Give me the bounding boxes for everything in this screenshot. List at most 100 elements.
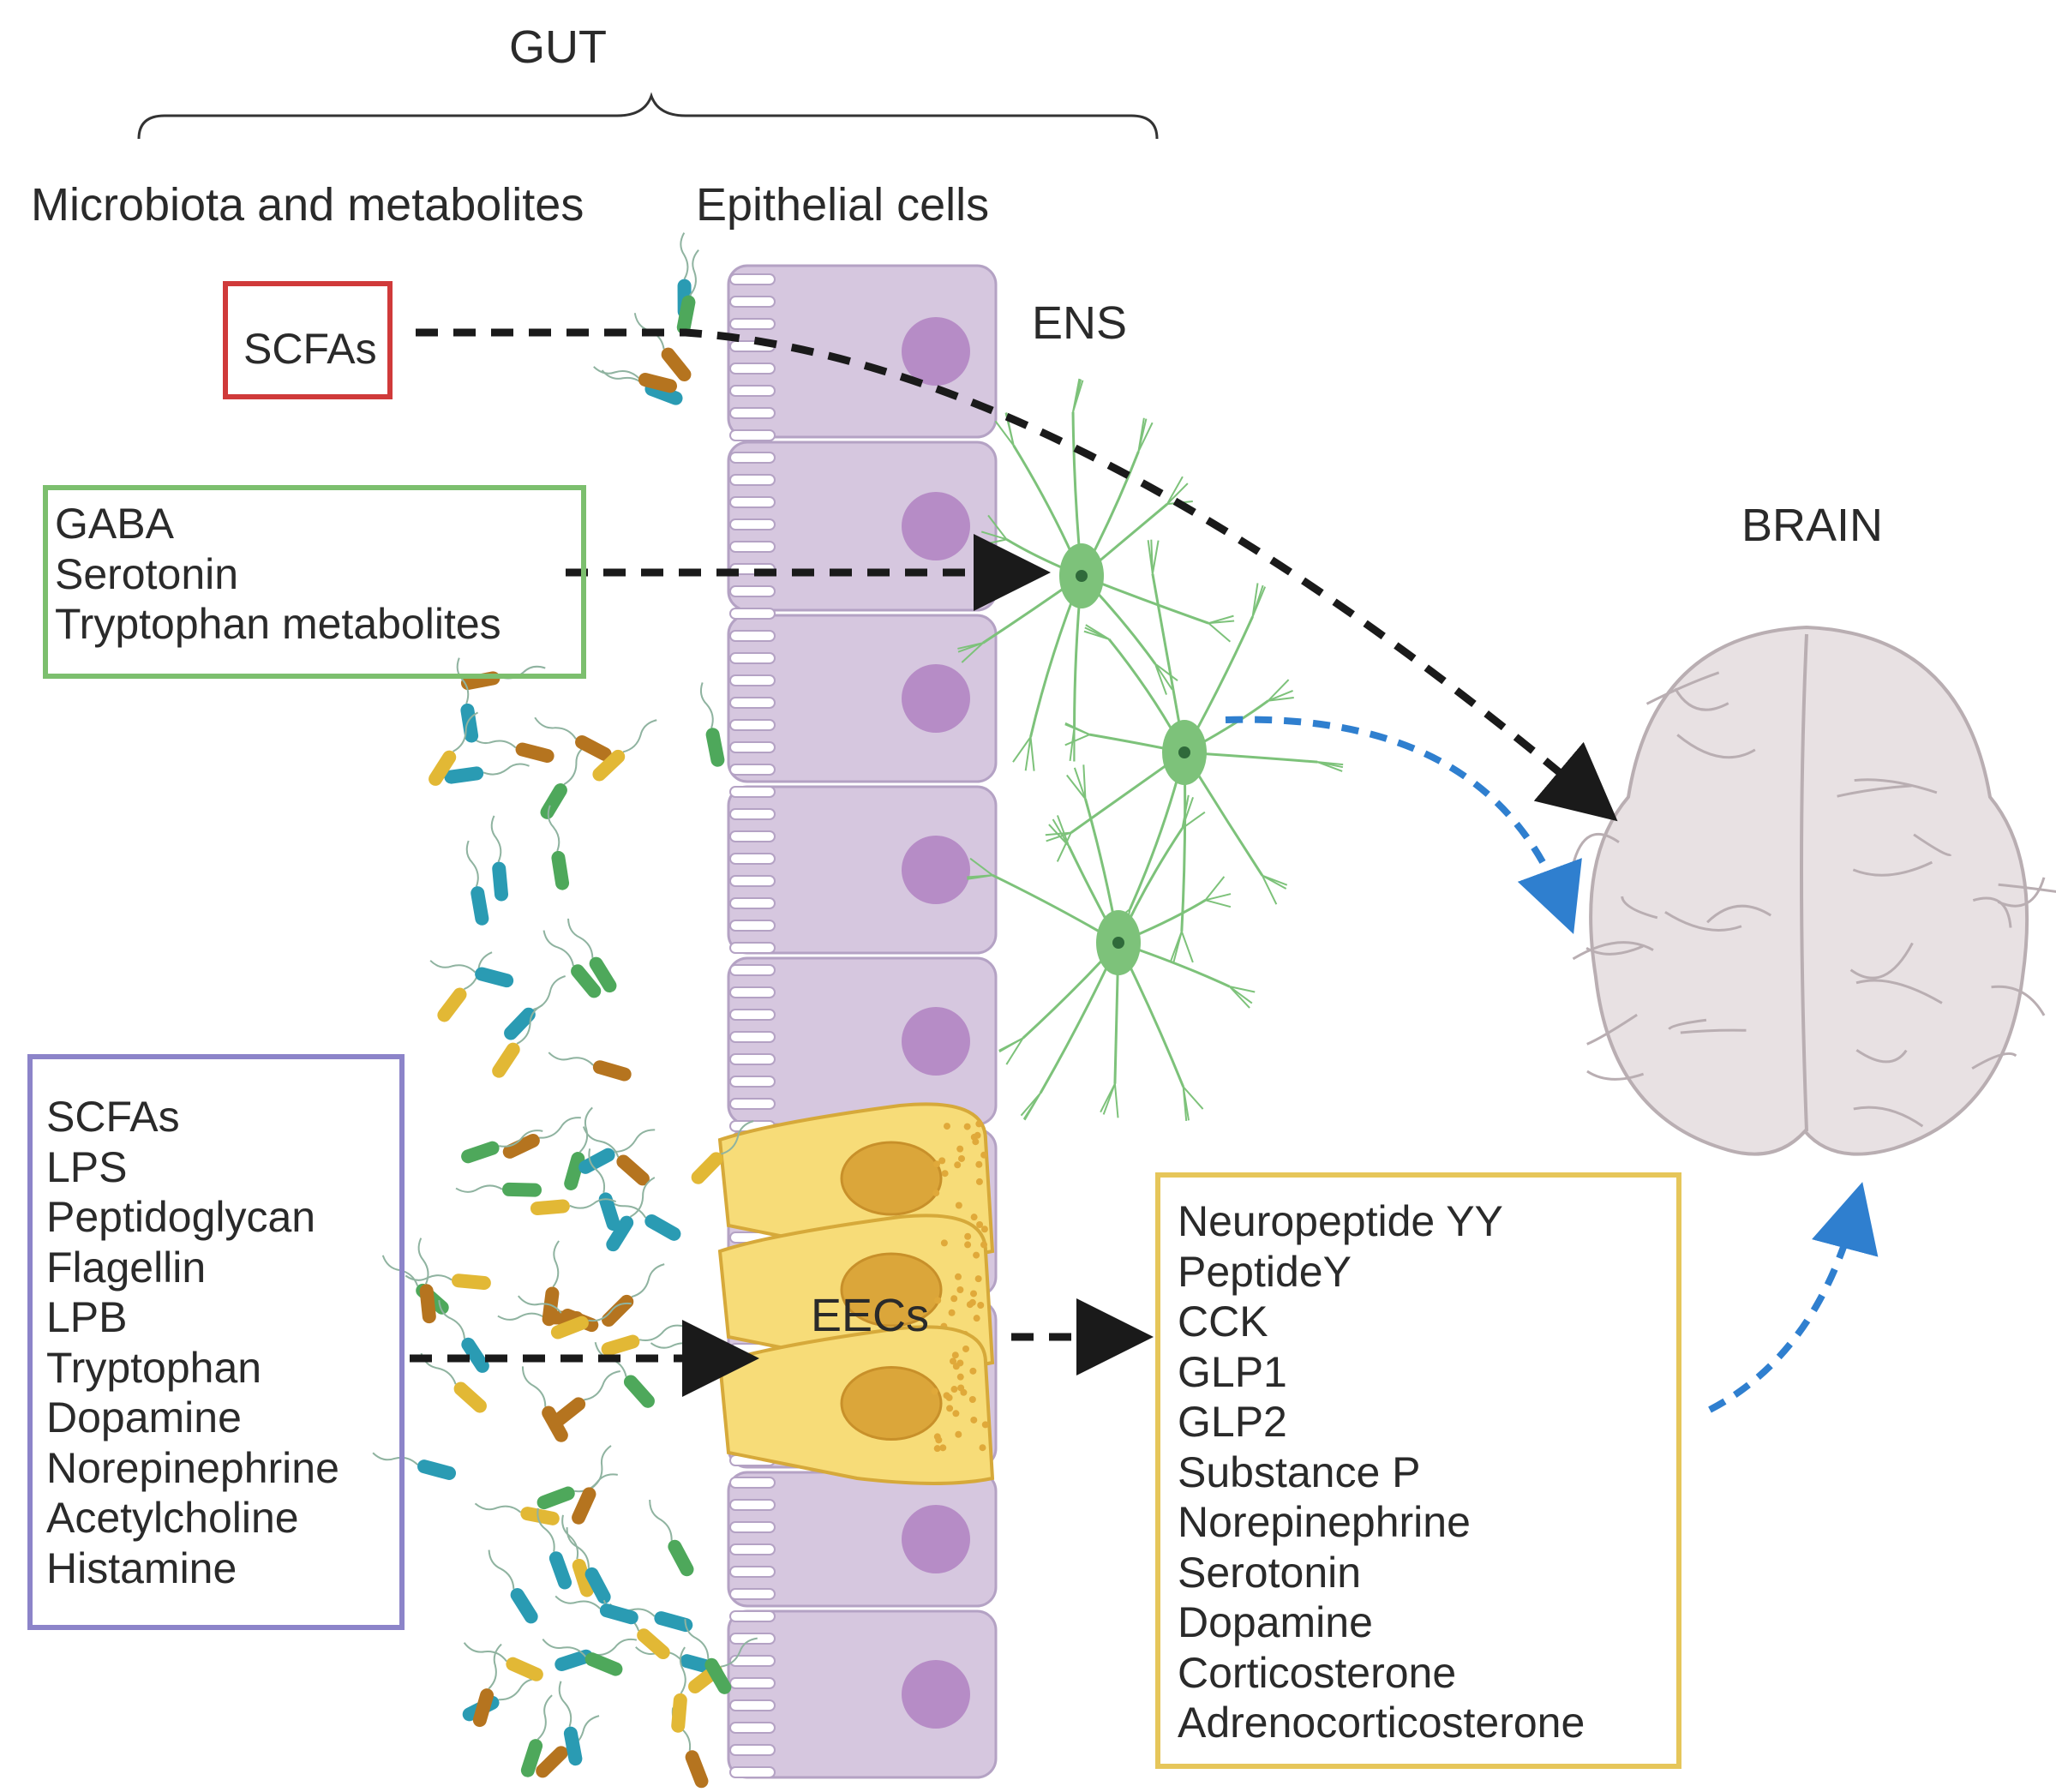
eec-granule [932, 1160, 940, 1168]
microvillus [729, 1009, 776, 1021]
bacterium [542, 930, 602, 998]
flagellum [542, 930, 574, 967]
eec-granule [935, 1436, 943, 1444]
microvillus [729, 942, 776, 954]
microvillus [729, 1098, 776, 1110]
eec-granule [981, 1421, 989, 1429]
eecs-label: EECs [811, 1290, 930, 1341]
dendrite-branch [1268, 679, 1290, 702]
dendrite-branch [1262, 875, 1278, 905]
bacterium-body [598, 1192, 620, 1232]
microvillus [729, 541, 776, 553]
eec-granule [938, 1157, 946, 1165]
flagellum [438, 1299, 465, 1340]
brain-gyrus [1680, 1028, 1747, 1034]
bacterium [444, 763, 530, 784]
dendrite-branch [1251, 583, 1259, 617]
microvillus [729, 1521, 776, 1533]
arrow-scfas-to-brain [416, 328, 1618, 822]
brain-gyrus [1998, 883, 2056, 893]
microvillus [729, 786, 776, 798]
neuron-nucleus [1178, 746, 1190, 758]
bacterium-body [638, 373, 677, 393]
dendrite-branch [1181, 811, 1206, 830]
flagellum [684, 1619, 710, 1659]
microvillus [729, 875, 776, 887]
epithelial-layer [727, 264, 998, 1779]
bacterium-body [685, 1750, 709, 1789]
bacterium-body [475, 967, 514, 988]
dendrite-branch [1066, 774, 1087, 800]
list-item: Norepinephrine [1178, 1498, 1471, 1546]
flagellum [629, 1177, 656, 1218]
bacterium-body [437, 987, 467, 1022]
brain-gyrus [1621, 896, 1658, 920]
eec-granule [980, 1241, 988, 1249]
list-item: Serotonin [55, 549, 239, 598]
bacterium-body [606, 1215, 634, 1252]
dendrite-branch [967, 874, 993, 880]
brain-gyrus [1586, 1013, 1638, 1046]
bacterium-body [502, 1133, 540, 1159]
bacterium [542, 1639, 623, 1676]
eec-granule [950, 1386, 958, 1393]
eec-granule [954, 1161, 962, 1169]
dendrite-branch [1113, 1083, 1119, 1118]
dendrite-branch [1084, 626, 1110, 640]
dendrite-branch [1317, 761, 1344, 766]
brain-gyrus [1674, 687, 1729, 711]
flagellum [582, 1126, 620, 1158]
flagellum [474, 1502, 522, 1513]
dendrite-branch [1102, 1083, 1116, 1115]
eec-granule [970, 1214, 978, 1221]
bacterium [534, 716, 612, 761]
bacterium [492, 1004, 543, 1078]
gut-brace [137, 92, 1159, 140]
dendrite-branch [1046, 831, 1072, 842]
brain-fissure [1800, 633, 1808, 1132]
bacterium-body [575, 735, 612, 761]
brain-gyrus [1668, 1018, 1707, 1030]
bacterium [462, 1677, 540, 1722]
bacterium-body [542, 1286, 560, 1327]
cell-nucleus [902, 836, 970, 904]
bacterium [530, 1198, 617, 1216]
flagellum [650, 1342, 698, 1349]
list-item: GABA [55, 500, 174, 548]
bacterium [547, 805, 570, 890]
dendrite-branch [1005, 1037, 1024, 1065]
neurotransmitter-list: GABA Serotonin Tryptophan metabolites [55, 499, 501, 650]
bacterium-body [563, 1726, 583, 1766]
flagellum [429, 960, 477, 974]
bacterium-body [461, 1141, 500, 1164]
list-item: Tryptophan metabolites [55, 600, 501, 648]
dendrite-branch [1166, 476, 1184, 505]
dendrite-branch [1137, 422, 1154, 452]
dendrite-branch [1024, 736, 1032, 771]
bacterium-body [452, 1274, 491, 1291]
eec-granule [933, 1445, 941, 1453]
microvillus [729, 1655, 776, 1667]
flagellum [567, 918, 594, 958]
eec-granule [939, 1444, 947, 1452]
epithelial-cell [727, 614, 998, 783]
bacterium [684, 1619, 732, 1694]
bacterium [463, 1642, 543, 1681]
bacterium-body [705, 728, 725, 767]
bacterium-body [644, 1214, 681, 1241]
bacterium-body [520, 1507, 560, 1525]
bacterium-body [661, 347, 692, 381]
flagellum [631, 1263, 665, 1298]
neuron-nucleus [1076, 570, 1088, 582]
eec-granule [957, 1384, 965, 1392]
eec-granule [950, 1295, 958, 1303]
brain-gyrus [1853, 1106, 1924, 1128]
eec-granule [955, 1202, 962, 1209]
microvillus [729, 429, 776, 441]
list-item: Acetylcholine [46, 1494, 299, 1542]
microvillus [729, 741, 776, 753]
list-item: LPS [46, 1142, 128, 1191]
bacterium-body [472, 1688, 495, 1728]
eec-granule [973, 1315, 980, 1322]
eec-granule [980, 1151, 988, 1159]
